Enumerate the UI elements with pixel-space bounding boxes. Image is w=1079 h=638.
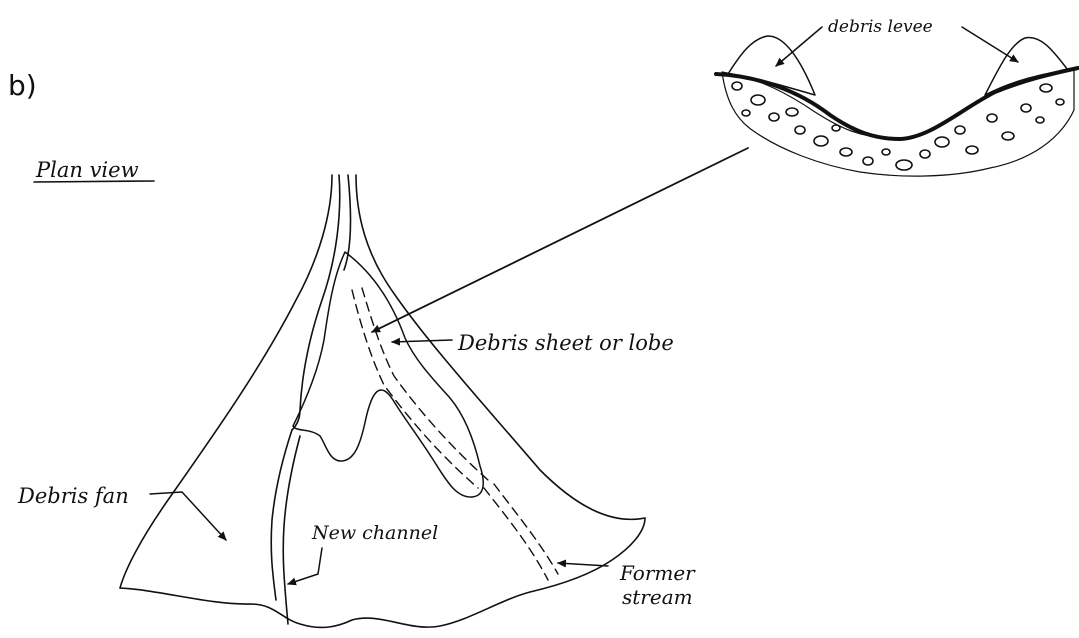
former-stream-leader — [558, 563, 608, 566]
debris-levee-label: debris levee — [828, 17, 933, 37]
debris-sheet-leader — [392, 340, 452, 342]
former-stream-label-line1: Former — [619, 561, 696, 585]
former-stream-dash-1 — [484, 488, 548, 580]
section-location-arrow — [372, 148, 748, 332]
channel-surface-line — [716, 68, 1078, 139]
new-channel-line-2 — [283, 436, 300, 624]
debris-fan-label: Debris fan — [17, 484, 129, 508]
plan-view-title: Plan view — [35, 158, 139, 182]
buried-channel-dash-1 — [352, 290, 478, 488]
feeder-channel-left — [292, 175, 340, 430]
levee-leader-right — [962, 27, 1018, 62]
buried-channel-dash-2 — [362, 288, 488, 480]
new-channel-label: New channel — [311, 522, 438, 544]
plan-view — [120, 175, 645, 627]
fan-left-margin — [120, 175, 332, 588]
debris-fan-leader — [150, 492, 226, 540]
levee-cross-section: debris levee — [716, 17, 1078, 176]
debris-lobe — [293, 252, 483, 497]
new-channel-line-1 — [271, 430, 292, 600]
gravel-clasts — [732, 82, 1064, 170]
former-stream-label-line2: stream — [622, 585, 693, 609]
former-stream-dash-2 — [494, 484, 558, 574]
levee-leader-left — [776, 27, 822, 66]
plan-view-underline — [34, 181, 154, 182]
new-channel-leader — [288, 548, 322, 584]
right-levee-mound — [985, 38, 1068, 95]
panel-label: b) — [8, 69, 37, 102]
debris-sheet-label: Debris sheet or lobe — [457, 331, 674, 355]
